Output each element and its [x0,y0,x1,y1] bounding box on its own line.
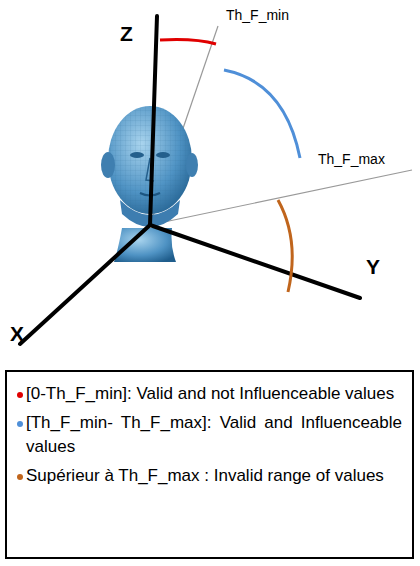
influenceable-range-arc [224,70,300,158]
legend-box: [0-Th_F_min]: Valid and not Influenceabl… [5,370,414,559]
legend-row: [0-Th_F_min]: Valid and not Influenceabl… [17,382,402,407]
legend-bullet [17,421,23,427]
axis-label: Y [366,255,380,278]
threshold-label: Th_F_max [318,152,385,167]
legend-text: Supérieur à Th_F_max : Invalid range of … [26,464,402,489]
axis-lines [20,16,360,344]
invalid-range-arc [278,200,292,292]
legend-text: [0-Th_F_min]: Valid and not Influenceabl… [26,382,402,407]
min-range-arc [160,40,216,45]
axis-label: X [10,322,24,345]
legend-row: Supérieur à Th_F_max : Invalid range of … [17,464,402,489]
axis-label: Z [120,22,133,45]
legend-text: [Th_F_min- Th_F_max]: Valid and Influenc… [26,411,402,460]
legend-bullet [17,392,23,398]
legend-row: [Th_F_min- Th_F_max]: Valid and Influenc… [17,411,402,460]
threshold-label: Th_F_min [226,8,289,23]
legend-bullet [17,474,23,480]
